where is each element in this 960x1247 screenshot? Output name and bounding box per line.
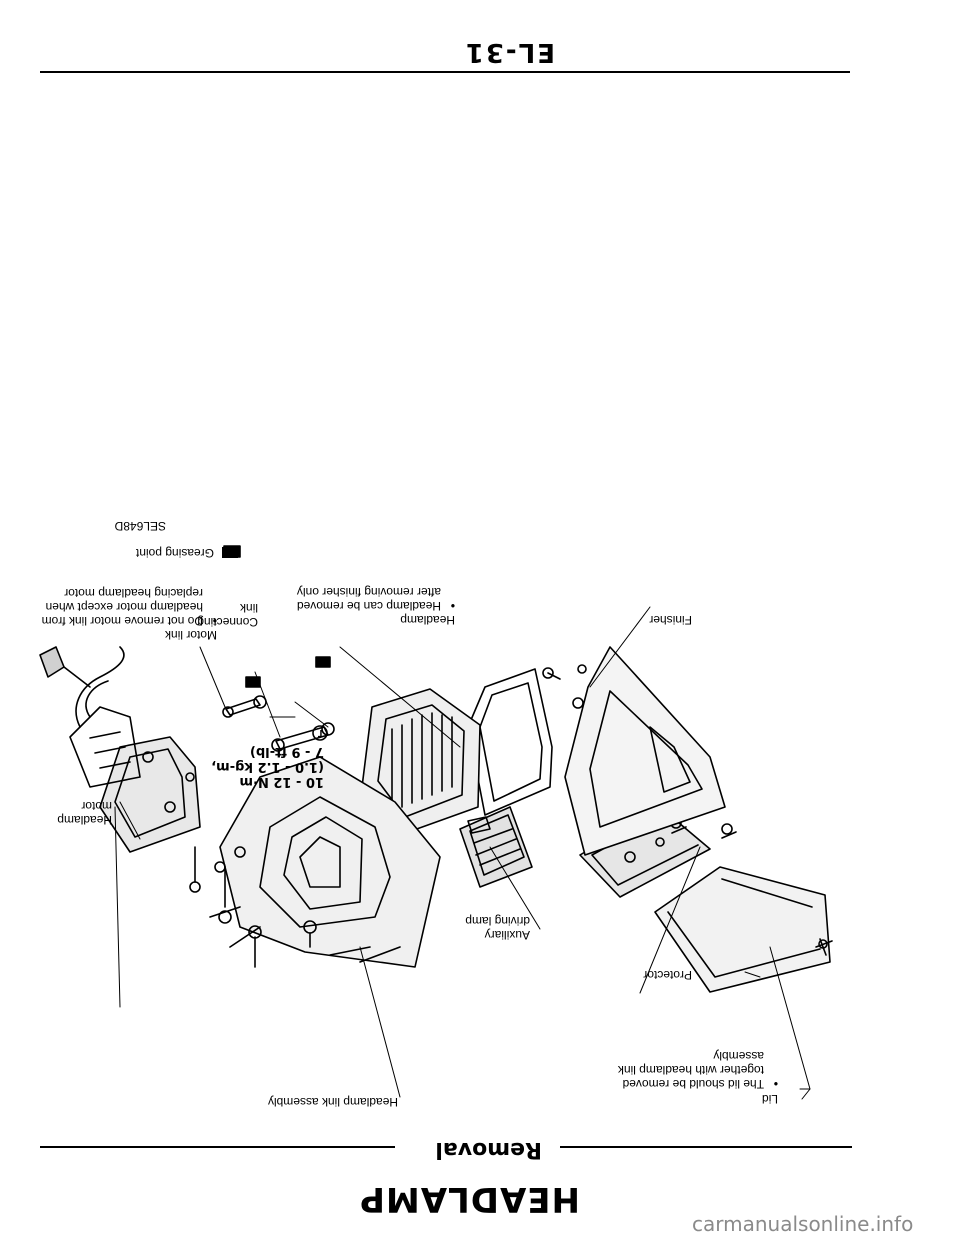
headlamp-link-assembly-part [209,756,441,968]
watermark: carmanualsonline.info [692,1212,914,1236]
note-motor-link-line3: replacing headlamp motor [64,586,203,600]
torque-spec-line3: 7 - 9 ft-lb) [249,744,324,759]
note-motor-link: •Do not remove motor link from headlamp … [41,586,217,628]
note-motor-link-line2: headlamp motor except when [45,600,203,614]
label-headlamp-motor-line1: Headlamp [57,813,112,827]
torque-spec-line1: 10 - 12 N·m [239,774,324,789]
torque-symbol-ring [312,725,328,741]
label-auxiliary-line2: driving lamp [465,914,530,928]
torque-spec-line2: (1.0 - 1.2 kg-m, [211,759,324,774]
finisher-screw [542,667,561,680]
motor-harness [39,646,125,728]
finisher-part [564,646,726,856]
section-rules [40,71,852,1148]
page-title: HEADLAMP [359,1179,580,1219]
label-protector: Protector [643,968,692,982]
auxiliary-lamp-part [459,806,533,888]
label-auxiliary-line1: Auxiliary [484,928,530,942]
housing-bolts [189,846,317,968]
label-headlamp-link-assembly: Headlamp link assembly [267,1095,398,1109]
note-lid-line2: together with headlamp link [617,1063,764,1077]
note-headlamp: •Headlamp can be removed after removing … [296,585,455,613]
label-headlamp-motor-line2: motor [81,799,112,813]
note-lid-line3: assembly [713,1049,764,1063]
leader-lines [114,606,811,1100]
label-headlamp-motor: Headlamp motor [57,799,112,827]
note-lid-line1: The lid should be removed [622,1077,764,1091]
headlamp-bezel [467,668,553,816]
greasing-point-legend-icon [222,547,238,558]
label-finisher: Finisher [649,613,692,627]
label-auxiliary-driving-lamp: Auxiliary driving lamp [465,914,530,942]
torque-spec: 10 - 12 N·m (1.0 - 1.2 kg-m, 7 - 9 ft-lb… [211,744,324,789]
note-headlamp-line2: after removing finisher only [296,585,441,599]
note-lid: •The lid should be removed together with… [617,1049,778,1091]
note-headlamp-line1: Headlamp can be removed [296,599,441,613]
label-headlamp: Headlamp [400,613,455,627]
torque-symbol: T [317,727,324,738]
label-greasing-point: Greasing point [135,546,214,560]
note-motor-link-line1: Do not remove motor link from [41,614,203,628]
page-number: EL-31 [463,37,555,67]
figure-code: SEL648D [114,519,166,533]
label-lid: Lid [761,1092,778,1106]
section-heading: Removal [427,1137,550,1162]
label-motor-link: Motor link [164,628,217,642]
motor-link-part [222,695,267,718]
headlamp-motor-part [69,706,201,853]
lid-part [654,866,831,993]
